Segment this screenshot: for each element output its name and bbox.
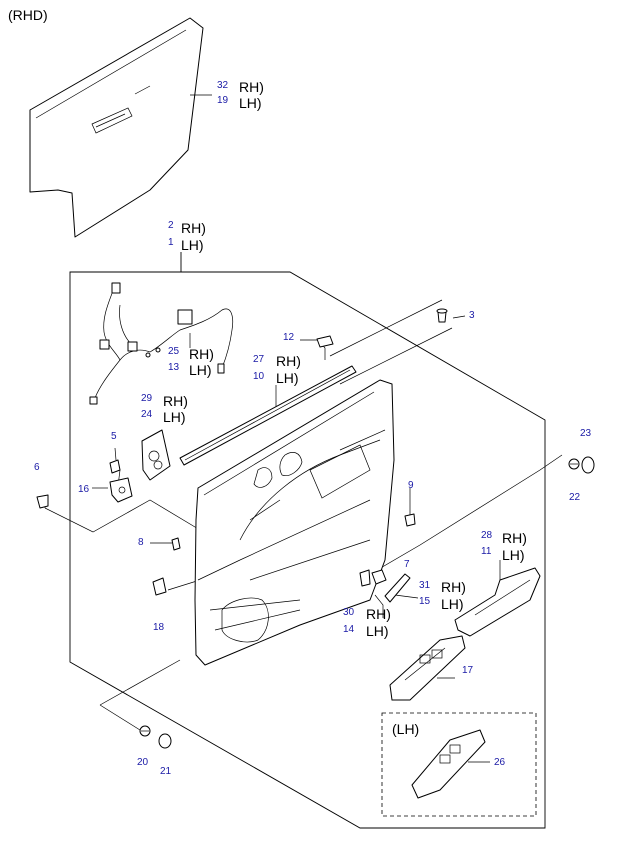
switch-7 xyxy=(371,569,387,585)
side-label-28: RH) xyxy=(502,530,527,546)
part-number-20: 20 xyxy=(137,757,149,768)
part-number-27: 27 xyxy=(253,354,265,365)
screw-22 xyxy=(568,458,580,470)
part-number-11: 11 xyxy=(481,546,492,557)
side-label-29: RH) xyxy=(163,393,188,409)
inset-label: (LH) xyxy=(392,721,419,737)
part-number-28: 28 xyxy=(481,530,493,541)
side-label-1: LH) xyxy=(181,237,204,253)
cap-21 xyxy=(158,733,172,749)
power-window-switch-17 xyxy=(389,635,466,701)
cap-23 xyxy=(581,456,595,474)
side-label-24: LH) xyxy=(163,409,186,425)
part-number-23: 23 xyxy=(580,428,592,439)
part-number-3: 3 xyxy=(469,310,475,321)
side-label-25: RH) xyxy=(189,346,214,362)
clip-12 xyxy=(316,335,334,348)
side-label-10: LH) xyxy=(276,370,299,386)
part-number-24: 24 xyxy=(141,409,153,420)
part-number-15: 15 xyxy=(419,596,431,607)
part-number-26: 26 xyxy=(494,757,506,768)
side-label-19: LH) xyxy=(239,95,262,111)
bracket-16 xyxy=(109,477,133,503)
part-number-9: 9 xyxy=(408,480,414,491)
side-label-14: LH) xyxy=(366,623,389,639)
side-label-2: RH) xyxy=(181,220,206,236)
part-number-31: 31 xyxy=(419,580,431,591)
door-trim-panel-upper xyxy=(29,17,204,238)
part-number-16: 16 xyxy=(78,484,90,495)
side-label-31: RH) xyxy=(441,579,466,595)
power-window-switch-26 xyxy=(411,729,486,799)
weatherstrip-27-10 xyxy=(179,365,357,466)
clip-30-14 xyxy=(359,569,371,587)
screw-20 xyxy=(139,725,151,737)
side-label-11: LH) xyxy=(502,547,525,563)
clip-18 xyxy=(152,577,167,596)
clip-8 xyxy=(171,537,181,551)
inset-lh-box: (LH) xyxy=(381,712,537,817)
part-number-32: 32 xyxy=(217,80,229,91)
side-label-13: LH) xyxy=(189,362,212,378)
part-number-5: 5 xyxy=(111,431,117,442)
part-number-19: 19 xyxy=(217,95,229,106)
part-number-10: 10 xyxy=(253,371,265,382)
armrest-28-11 xyxy=(454,567,541,637)
part-labels: 32 RH) 19 LH) 2 RH) 1 LH) 3 12 25 RH) 13… xyxy=(34,79,592,777)
side-label-30: RH) xyxy=(366,606,391,622)
part-number-2: 2 xyxy=(168,220,174,231)
side-label-15: LH) xyxy=(441,596,464,612)
nut-9 xyxy=(404,513,416,527)
clip-pin-3 xyxy=(436,308,448,323)
door-trim-main xyxy=(194,379,395,666)
side-label-27: RH) xyxy=(276,353,301,369)
side-label-32: RH) xyxy=(239,79,264,95)
part-number-25: 25 xyxy=(168,346,180,357)
bolt-5 xyxy=(109,447,121,474)
part-number-14: 14 xyxy=(343,624,355,635)
part-number-21: 21 xyxy=(160,766,172,777)
part-number-17: 17 xyxy=(462,665,474,676)
part-number-18: 18 xyxy=(153,622,165,633)
part-number-8: 8 xyxy=(138,537,144,548)
variant-label: (RHD) xyxy=(8,7,48,23)
part-number-12: 12 xyxy=(283,332,295,343)
garnish-31-15 xyxy=(384,573,411,603)
part-number-1: 1 xyxy=(168,237,174,248)
inside-handle-29-24 xyxy=(141,429,171,481)
part-number-29: 29 xyxy=(141,393,153,404)
assembly-frame xyxy=(69,252,546,829)
part-number-30: 30 xyxy=(343,607,355,618)
clip-6 xyxy=(36,494,49,509)
part-number-7: 7 xyxy=(404,559,410,570)
part-number-13: 13 xyxy=(168,362,180,373)
part-number-22: 22 xyxy=(569,492,581,503)
wiring-harness xyxy=(89,282,234,405)
part-number-6: 6 xyxy=(34,462,40,473)
